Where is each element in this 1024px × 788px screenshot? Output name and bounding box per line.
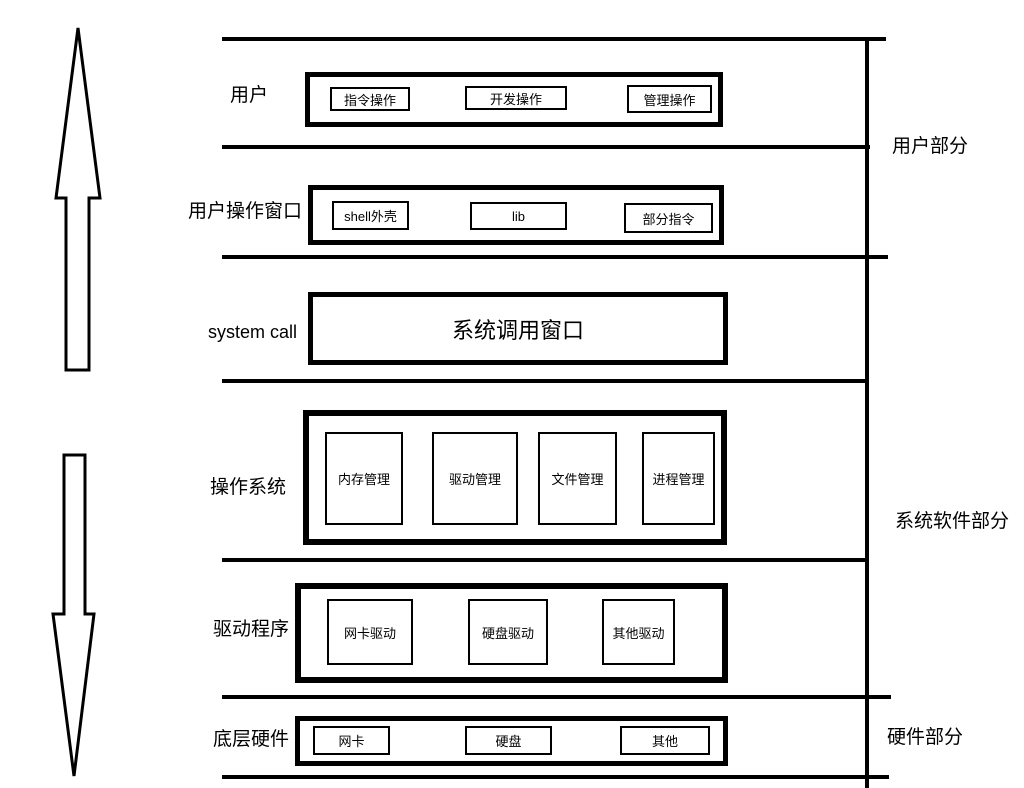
layer-box-hardware: 网卡 硬盘 其他	[295, 716, 728, 766]
box-disk: 硬盘	[465, 726, 552, 755]
separator-line-1	[222, 145, 870, 149]
box-nic-driver: 网卡驱动	[327, 599, 413, 665]
section-label-user: 用户部分	[892, 136, 969, 157]
box-file-management: 文件管理	[538, 432, 617, 525]
down-arrow-icon	[51, 453, 96, 777]
box-driver-management: 驱动管理	[432, 432, 518, 525]
layer-label-user: 用户	[230, 85, 269, 106]
separator-line-3	[222, 379, 869, 383]
separator-line-bottom	[222, 775, 889, 779]
box-other-driver: 其他驱动	[602, 599, 675, 665]
layer-box-drivers: 网卡驱动 硬盘驱动 其他驱动	[295, 583, 728, 683]
box-shell: shell外壳	[332, 201, 409, 230]
separator-line-5	[222, 695, 891, 699]
separator-line-2	[222, 255, 888, 259]
separator-line-top	[222, 37, 886, 41]
box-nic: 网卡	[313, 726, 390, 755]
layer-label-user-window: 用户操作窗口	[188, 201, 303, 222]
layer-label-system-call: system call	[208, 322, 298, 342]
box-lib: lib	[470, 202, 567, 230]
box-develop-operation: 开发操作	[465, 86, 567, 110]
separator-line-4	[222, 558, 868, 562]
box-system-call-window: 系统调用窗口	[308, 292, 728, 365]
layer-box-user: 指令操作 开发操作 管理操作	[305, 72, 723, 127]
box-disk-driver: 硬盘驱动	[468, 599, 548, 665]
box-memory-management: 内存管理	[325, 432, 403, 525]
box-process-management: 进程管理	[642, 432, 715, 525]
box-other: 其他	[620, 726, 710, 755]
layer-box-user-window: shell外壳 lib 部分指令	[308, 185, 724, 245]
section-bracket-line	[865, 38, 869, 788]
up-arrow-icon	[54, 27, 102, 372]
box-manage-operation: 管理操作	[627, 85, 712, 113]
box-command-operation: 指令操作	[330, 87, 410, 111]
layer-label-drivers: 驱动程序	[213, 619, 290, 640]
section-label-hardware: 硬件部分	[887, 727, 964, 748]
section-label-system-software: 系统软件部分	[895, 511, 1010, 532]
layer-box-os: 内存管理 驱动管理 文件管理 进程管理	[303, 410, 727, 545]
box-partial-commands: 部分指令	[624, 203, 713, 233]
layer-label-os: 操作系统	[210, 477, 287, 498]
layer-label-hardware: 底层硬件	[213, 729, 290, 750]
